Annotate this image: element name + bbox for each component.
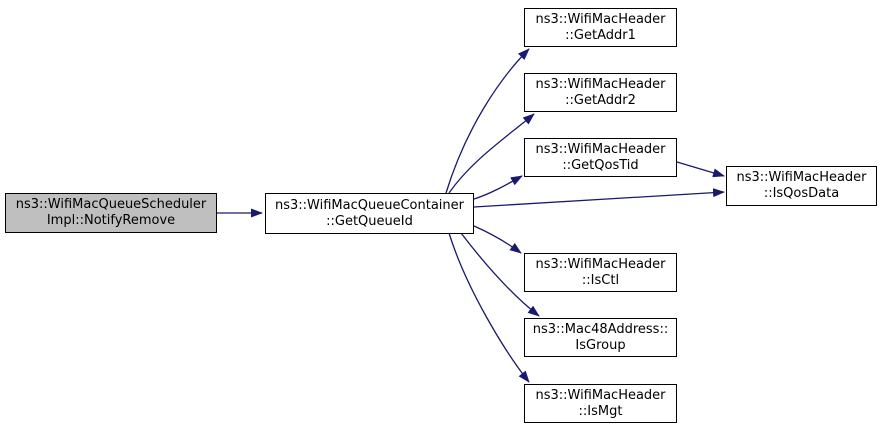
node-label-line: ns3::WifiMacQueueContainer xyxy=(275,197,464,213)
node-is-mgt[interactable]: ns3::WifiMacHeader ::IsMgt xyxy=(524,384,677,423)
node-label-line: ns3::WifiMacHeader xyxy=(535,76,666,92)
node-get-qos-tid[interactable]: ns3::WifiMacHeader ::GetQosTid xyxy=(524,138,677,177)
node-label-line: ns3::WifiMacHeader xyxy=(535,141,666,157)
node-label-line: ns3::WifiMacHeader xyxy=(535,11,666,27)
node-label-line: ns3::Mac48Address:: xyxy=(532,321,669,337)
node-label-line: ::IsMgt xyxy=(578,403,623,419)
node-notify-remove: ns3::WifiMacQueueScheduler Impl::NotifyR… xyxy=(5,193,217,233)
node-label-line: ::GetQosTid xyxy=(562,157,639,173)
node-label-line: ::GetQueueId xyxy=(326,213,413,229)
node-label-line: ns3::WifiMacHeader xyxy=(736,170,867,185)
node-get-addr2[interactable]: ns3::WifiMacHeader ::GetAddr2 xyxy=(524,73,677,112)
edge-getqueueid-to-getaddr1 xyxy=(445,48,530,194)
edge-getqueueid-to-ismgt xyxy=(448,232,530,383)
node-label-line: ns3::WifiMacHeader xyxy=(535,256,666,272)
node-get-addr1[interactable]: ns3::WifiMacHeader ::GetAddr1 xyxy=(524,8,677,47)
node-label-line: ::IsCtl xyxy=(581,272,620,288)
node-label-line: IsGroup xyxy=(575,337,626,353)
node-label-line: ::GetAddr1 xyxy=(565,27,636,43)
node-is-group[interactable]: ns3::Mac48Address:: IsGroup xyxy=(524,318,677,357)
edge-getqueueid-to-getqostid xyxy=(473,175,523,200)
edge-getqueueid-to-isctl xyxy=(473,225,522,254)
node-is-qos-data[interactable]: ns3::WifiMacHeader ::IsQosData xyxy=(726,166,877,206)
node-label-line: ::IsQosData xyxy=(763,186,840,201)
edge-getqueueid-to-isgroup xyxy=(460,232,540,317)
node-get-queue-id[interactable]: ns3::WifiMacQueueContainer ::GetQueueId xyxy=(265,193,474,234)
edge-getqueueid-to-isqosdata xyxy=(473,188,725,208)
node-label-line: Impl::NotifyRemove xyxy=(46,213,176,228)
edge-getqostid-to-isqosdata xyxy=(676,161,725,178)
node-is-ctl[interactable]: ns3::WifiMacHeader ::IsCtl xyxy=(524,253,677,292)
node-label-line: ::GetAddr2 xyxy=(565,92,636,108)
node-label-line: ns3::WifiMacHeader xyxy=(535,387,666,403)
edge-getqueueid-to-getaddr2 xyxy=(448,113,535,194)
node-label-line: ns3::WifiMacQueueScheduler xyxy=(15,197,207,212)
